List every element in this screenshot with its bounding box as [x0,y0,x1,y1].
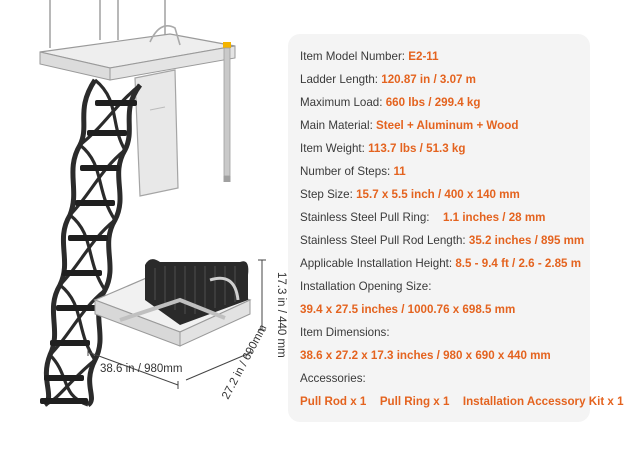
spec-value: 660 lbs / 299.4 kg [385,96,481,109]
dimension-lines [87,259,266,389]
pull-rod [223,42,231,182]
spec-label: Accessories: [300,372,366,385]
spec-label: Item Model Number: [300,50,406,63]
attic-frame-box [39,25,236,197]
spec-label: Step Size: [300,188,353,201]
spec-label: Number of Steps: [300,165,391,178]
spec-row-install-height: Applicable Installation Height: 8.5 - 9.… [300,256,586,272]
spec-value: 15.7 x 5.5 inch / 400 x 140 mm [356,188,520,201]
spec-label: Item Weight: [300,142,365,155]
folded-ladder-box [93,259,252,347]
spec-label: Ladder Length: [300,73,379,86]
spec-row-opening-size-value: 39.4 x 27.5 inches / 1000.76 x 698.5 mm [300,302,586,318]
accessory-item: Pull Rod x 1 [300,395,367,408]
spec-value: 113.7 lbs / 51.3 kg [368,142,466,155]
spec-row-item-dimensions-value: 38.6 x 27.2 x 17.3 inches / 980 x 690 x … [300,348,586,364]
spec-label: Applicable Installation Height: [300,257,453,270]
spec-label: Stainless Steel Pull Ring: [300,211,430,224]
spec-label: Main Material: [300,119,373,132]
spec-row-item-dimensions-label: Item Dimensions: [300,325,586,341]
ladder-product-illustration: 38.6 in / 980mm 27.2 in / 690mm 17.3 in … [39,0,287,408]
ceiling-hanger-rods [49,0,166,48]
spec-row-steps: Number of Steps: 11 [300,164,586,180]
dimension-width-label: 38.6 in / 980mm [100,363,182,375]
spec-value: Steel + Aluminum + Wood [376,119,519,132]
spec-row-weight: Item Weight: 113.7 lbs / 51.3 kg [300,141,586,157]
spec-row-accessories-items: Pull Rod x 1 Pull Ring x 1 Installation … [300,394,624,410]
spec-label: Installation Opening Size: [300,280,432,293]
spec-value: 120.87 in / 3.07 m [381,73,476,86]
spec-label: Item Dimensions: [300,326,390,339]
spec-value: 38.6 x 27.2 x 17.3 inches / 980 x 690 x … [300,349,551,362]
spec-label: Stainless Steel Pull Rod Length: [300,234,466,247]
scissor-ladder [42,78,143,408]
spec-row-ladder-length: Ladder Length: 120.87 in / 3.07 m [300,72,586,88]
spec-label: Maximum Load: [300,96,383,109]
spec-row-max-load: Maximum Load: 660 lbs / 299.4 kg [300,95,586,111]
spec-value: 35.2 inches / 895 mm [468,234,585,247]
spec-value: 11 [393,165,406,178]
spec-value: 39.4 x 27.5 inches / 1000.76 x 698.5 mm [300,303,516,316]
dimension-height-label: 17.3 in / 440 mm [275,272,287,358]
accessory-item: Installation Accessory Kit x 1 [462,395,624,408]
accessory-item: Pull Ring x 1 [379,395,450,408]
ladder-steps [40,100,137,404]
spec-row-pull-rod: Stainless Steel Pull Rod Length: 35.2 in… [300,233,586,249]
spec-row-step-size: Step Size: 15.7 x 5.5 inch / 400 x 140 m… [300,187,586,203]
spec-row-material: Main Material: Steel + Aluminum + Wood [300,118,586,134]
spec-row-opening-size-label: Installation Opening Size: [300,279,586,295]
spec-value: 8.5 - 9.4 ft / 2.6 - 2.85 m [455,257,582,270]
spec-row-accessories-label: Accessories: [300,371,586,387]
spec-value: E2-11 [408,50,439,63]
specification-panel: Item Model Number: E2-11 Ladder Length: … [288,34,624,422]
spec-value: 1.1 inches / 28 mm [443,211,546,224]
spec-row-pull-ring: Stainless Steel Pull Ring: 1.1 inches / … [300,210,586,226]
spec-row-model: Item Model Number: E2-11 [300,49,586,65]
